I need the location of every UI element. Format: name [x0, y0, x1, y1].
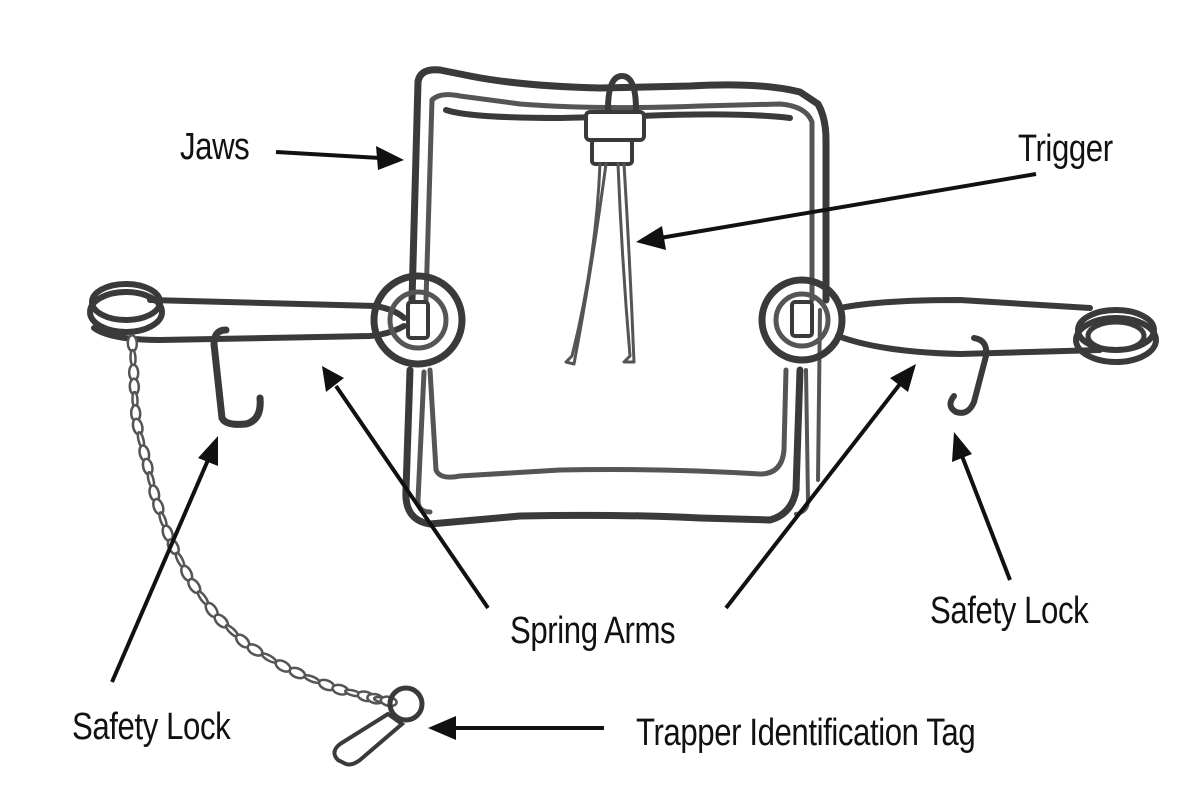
trigger-arrow — [659, 172, 1037, 240]
label-jaws: Jaws — [180, 126, 250, 168]
trapper-identification-tag — [332, 685, 425, 767]
label-spring-arms: Spring Arms — [510, 610, 676, 652]
safety-lock-right-arrowhead — [952, 432, 972, 462]
spring-arms-left-arrow — [334, 384, 490, 610]
annotation-arrows — [110, 146, 1037, 740]
safety-lock-left-arrowhead — [198, 436, 218, 466]
right-spring-arm — [758, 276, 1159, 365]
label-trigger: Trigger — [1018, 128, 1113, 170]
chain-link — [288, 666, 307, 680]
trigger-arrowhead — [636, 226, 666, 250]
trapper-tag-arrowhead — [428, 716, 456, 740]
label-trapper-identification-tag: Trapper Identification Tag — [636, 712, 976, 754]
right-safety-lock — [947, 335, 990, 416]
safety-lock-right-arrow — [960, 455, 1012, 581]
spring-arms-left-arrowhead — [322, 366, 344, 392]
left-spring-arm — [87, 272, 466, 368]
label-safety-lock-right: Safety Lock — [930, 590, 1089, 632]
spring-arms-right-arrow — [724, 382, 902, 610]
chain — [126, 334, 398, 708]
spring-arms-right-arrowhead — [890, 364, 916, 392]
label-safety-lock-left: Safety Lock — [72, 706, 231, 748]
trigger-assembly — [564, 73, 646, 366]
left-safety-lock — [210, 326, 264, 428]
jaws-arrow — [275, 150, 381, 160]
safety-lock-left-arrow — [110, 459, 210, 683]
jaws-arrowhead — [376, 146, 404, 170]
